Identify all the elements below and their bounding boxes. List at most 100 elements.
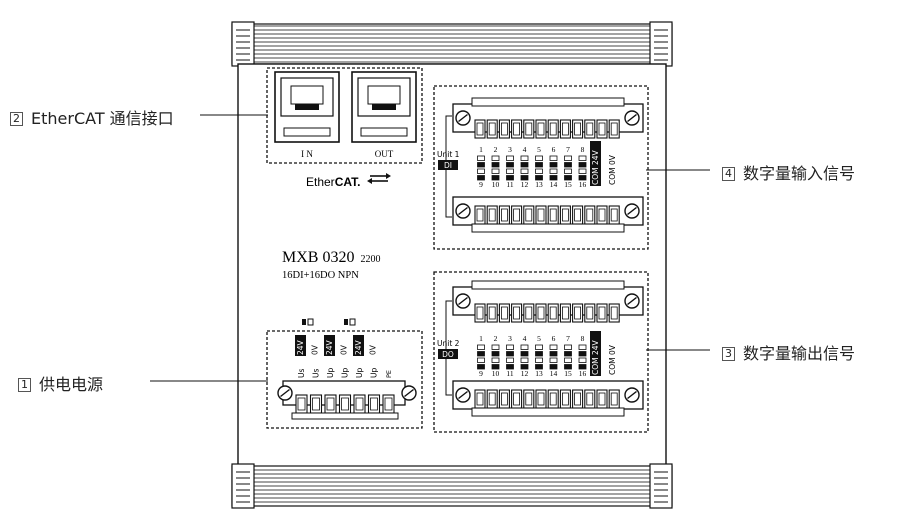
unit2-bottom-terminal-slot[interactable]	[547, 389, 559, 409]
unit1-channel-led	[578, 155, 587, 161]
callout-ethercat-label: EtherCAT 通信接口	[31, 109, 174, 128]
unit2-bottom-terminal-slot[interactable]	[584, 389, 596, 409]
unit2-top-terminal-slot[interactable]	[547, 303, 559, 323]
unit2-bottom-terminal-slot[interactable]	[608, 389, 620, 409]
unit2-top-terminal-slot[interactable]	[596, 303, 608, 323]
unit1-bottom-terminal-slot[interactable]	[584, 205, 596, 225]
unit1-top-terminal-slot[interactable]	[584, 119, 596, 139]
unit1-channel-number: 12	[521, 180, 529, 189]
power-terminal-slot[interactable]	[382, 394, 395, 414]
unit2-com24-label: COM 24V	[590, 331, 601, 376]
unit1-top-left-screw-icon	[455, 110, 471, 126]
power-terminal-slot[interactable]	[338, 394, 352, 414]
unit2-channel-led	[520, 364, 529, 370]
unit2-channel-led	[578, 344, 587, 350]
unit2-label: Unit 2	[437, 339, 460, 348]
ethercat-in-port[interactable]	[274, 71, 340, 143]
unit1-bottom-terminal-slot[interactable]	[608, 205, 620, 225]
unit2-top-terminal-slot[interactable]	[559, 303, 571, 323]
unit1-channel-led	[549, 155, 558, 161]
power-terminal-slot[interactable]	[367, 394, 381, 414]
unit2-top-terminal-slot[interactable]	[523, 303, 535, 323]
unit1-bottom-terminal-slot[interactable]	[474, 205, 486, 225]
unit2-top-terminal-slot[interactable]	[584, 303, 596, 323]
unit2-channel-led	[535, 364, 543, 370]
unit1-channel-led	[491, 168, 500, 174]
unit2-channel-led	[477, 364, 485, 370]
unit1-bottom-terminal-slot[interactable]	[498, 205, 510, 225]
unit2-top-terminal-slot[interactable]	[572, 303, 584, 323]
unit2-top-terminal-slot[interactable]	[486, 303, 498, 323]
unit2-bottom-terminal-slot[interactable]	[511, 389, 523, 409]
unit2-bottom-terminal-slot[interactable]	[596, 389, 608, 409]
unit2-channel-led	[578, 357, 587, 363]
unit1-bottom-terminal-slot[interactable]	[511, 205, 523, 225]
unit2-bottom-terminal-slot[interactable]	[523, 389, 535, 409]
unit2-top-terminal-slots	[474, 303, 620, 323]
unit1-channel-number: 13	[535, 180, 543, 189]
unit1-bottom-terminal-slot[interactable]	[596, 205, 608, 225]
unit1-bottom-terminal-slot[interactable]	[535, 205, 547, 225]
unit2-top-terminal-slot[interactable]	[498, 303, 510, 323]
unit2-top-terminal-slot[interactable]	[511, 303, 523, 323]
unit1-top-terminal-slot[interactable]	[547, 119, 559, 139]
unit2-bottom-terminal-slot[interactable]	[572, 389, 584, 409]
unit1-bottom-terminal-slot[interactable]	[547, 205, 559, 225]
out-port-label: OUT	[375, 149, 394, 159]
power-terminal-slot[interactable]	[353, 394, 366, 414]
ethercat-port-area: I N OUT	[266, 67, 423, 164]
unit1-top-terminal-slot[interactable]	[511, 119, 523, 139]
unit2-bottom-left-screw-icon	[455, 387, 471, 403]
unit1-top-terminal-slot[interactable]	[596, 119, 608, 139]
ethercat-logo: EtherCAT.	[306, 173, 391, 189]
unit1-channel-led	[520, 162, 529, 168]
unit2-channel-led	[549, 344, 558, 350]
unit2-top-terminal-slot[interactable]	[535, 303, 547, 323]
power-terminal-slot[interactable]	[295, 394, 308, 414]
unit1-top-terminal-slot[interactable]	[535, 119, 547, 139]
unit1-channel-number: 10	[492, 180, 500, 189]
unit1-channel-number: 6	[552, 145, 556, 154]
unit2-top-terminal-slot[interactable]	[608, 303, 620, 323]
unit1-channel-led	[564, 175, 572, 181]
unit2-bottom-terminal-slot[interactable]	[535, 389, 547, 409]
unit1-top-terminal-slot[interactable]	[498, 119, 510, 139]
unit1-label: Unit 1	[437, 150, 460, 159]
svg-text:PE: PE	[385, 370, 393, 378]
unit1-bottom-terminal-slot[interactable]	[486, 205, 498, 225]
unit1-top-terminal-slot[interactable]	[474, 119, 486, 139]
unit1-bottom-terminal-slot[interactable]	[523, 205, 535, 225]
ethercat-out-port[interactable]	[351, 71, 417, 143]
unit1-channel-number: 4	[523, 145, 527, 154]
unit2-bottom-terminal-slot[interactable]	[474, 389, 486, 409]
unit2-bottom-terminal-slot[interactable]	[498, 389, 510, 409]
unit1-bottom-terminal-slot[interactable]	[572, 205, 584, 225]
unit2-channel-number: 3	[508, 334, 512, 343]
svg-text:Up: Up	[341, 368, 350, 378]
callout-power-label: 供电电源	[39, 375, 104, 394]
unit2-channel-number: 4	[523, 334, 527, 343]
power-terminal-slots	[295, 394, 395, 414]
unit2-channel-led	[477, 344, 485, 350]
unit2-bottom-terminal-slot[interactable]	[559, 389, 571, 409]
unit2-bottom-terminal-slot[interactable]	[486, 389, 498, 409]
unit1-bottom-terminal-slot[interactable]	[559, 205, 571, 225]
unit1-top-terminal-slot[interactable]	[559, 119, 571, 139]
unit1-channel-led	[549, 162, 558, 168]
unit2-channel-number: 6	[552, 334, 556, 343]
unit1-top-terminal-slot[interactable]	[523, 119, 535, 139]
unit2-top-terminal-slot[interactable]	[474, 303, 486, 323]
unit1-top-terminal-slot[interactable]	[608, 119, 620, 139]
power-terminal-slot[interactable]	[309, 394, 323, 414]
unit1-channel-led	[549, 168, 558, 174]
unit1-top-terminal-slot[interactable]	[486, 119, 498, 139]
unit1-top-terminal-slot[interactable]	[572, 119, 584, 139]
unit2-bottom-right-screw-icon	[624, 387, 640, 403]
unit1-channel-led	[477, 155, 485, 161]
power-terminal-slot[interactable]	[324, 394, 337, 414]
unit1-bottom-left-screw-icon	[455, 203, 471, 219]
